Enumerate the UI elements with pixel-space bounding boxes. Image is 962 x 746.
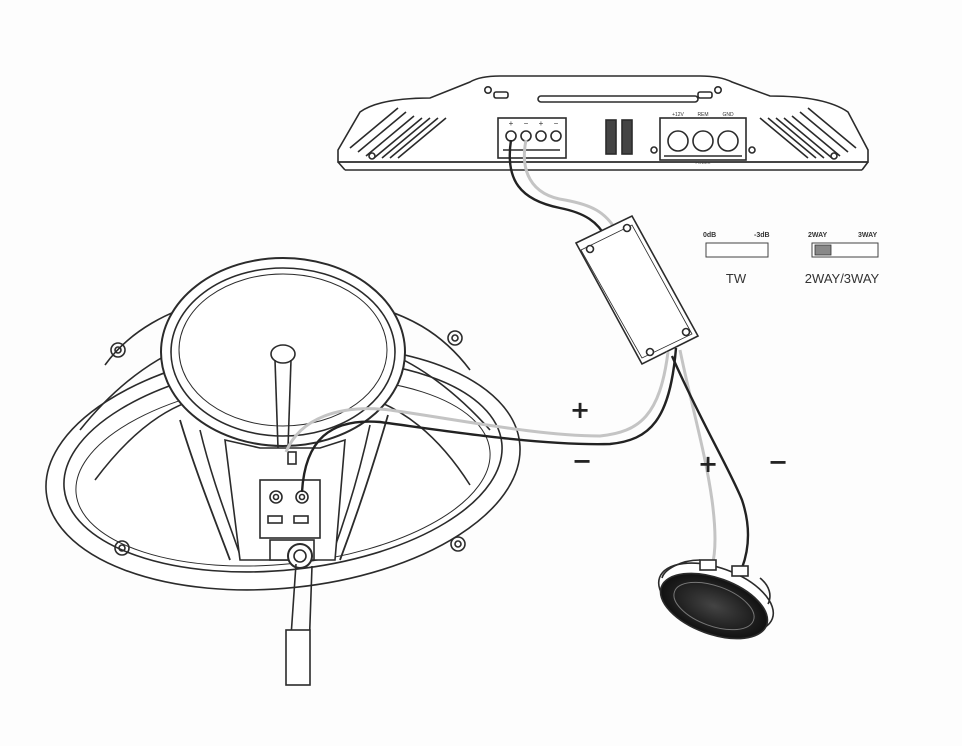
fuse-1	[605, 119, 617, 155]
power-label-12v: +12V	[672, 112, 684, 118]
woofer-speaker	[45, 257, 521, 686]
woofer-minus-sign: −	[572, 447, 592, 475]
amp-input-label-2: −	[524, 119, 529, 128]
wires-crossover-to-woofer	[284, 347, 678, 493]
tweeter-plus-sign: +	[698, 450, 718, 478]
woofer-terminal-plate	[259, 479, 321, 539]
power-label-gnd: GND	[722, 112, 734, 118]
woofer-plus-sign: +	[570, 396, 590, 424]
tweeter-polarity-signs: + −	[698, 448, 788, 478]
tweeter-minus-sign: −	[768, 448, 788, 476]
amp-input-label-3: +	[539, 119, 544, 128]
tw-switch-right-label: -3dB	[754, 232, 770, 239]
wires-crossover-to-tweeter	[670, 349, 750, 569]
amplifier	[337, 75, 869, 171]
heatsink-fins-left	[349, 107, 447, 160]
tw-switch: 0dB -3dB TW	[703, 232, 770, 286]
wires-amp-to-crossover	[508, 139, 618, 239]
fuse-2	[621, 119, 633, 155]
way-switch-caption: 2WAY/3WAY	[805, 271, 880, 286]
way-switch-left-label: 2WAY	[808, 232, 828, 239]
heatsink-fins-right	[759, 107, 857, 160]
woofer-polarity-signs: + −	[570, 396, 592, 475]
tweeter-speaker	[657, 559, 775, 640]
power-label-rem: REM	[697, 112, 708, 118]
amp-power-labels: +12V REM GND POWER	[672, 112, 734, 165]
amp-input-labels: + − + −	[509, 119, 559, 128]
crossover-box	[574, 214, 700, 366]
tw-switch-caption: TW	[726, 271, 747, 286]
way-switch-right-label: 3WAY	[858, 232, 878, 239]
power-terminal-block	[659, 117, 747, 161]
amp-input-label-4: −	[554, 119, 559, 128]
tw-switch-left-label: 0dB	[703, 232, 716, 239]
way-switch: 2WAY 3WAY 2WAY/3WAY	[805, 232, 880, 286]
way-switch-knob	[814, 244, 832, 256]
power-caption: POWER	[695, 160, 710, 165]
amp-input-label-1: +	[509, 119, 514, 128]
